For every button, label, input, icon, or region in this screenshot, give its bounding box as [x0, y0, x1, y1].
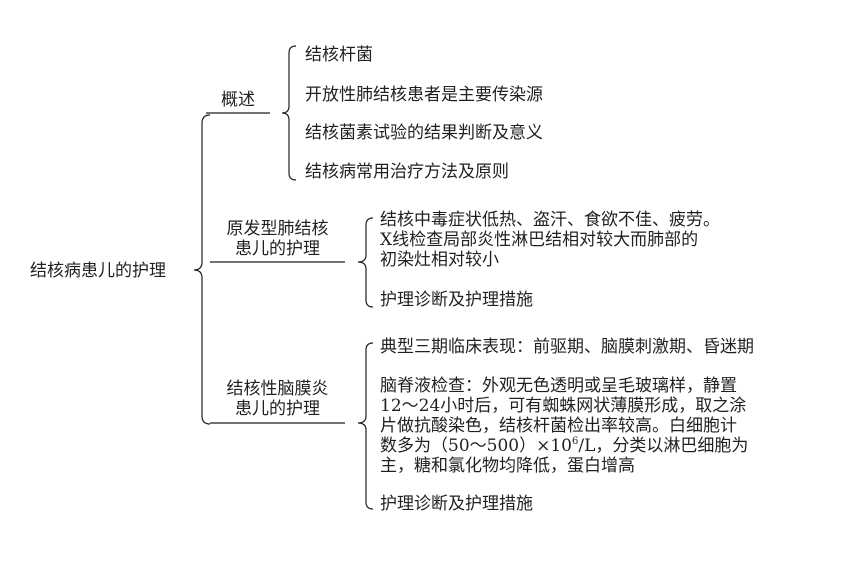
root-brace — [193, 114, 211, 425]
branch-2-label-line: 原发型肺结核 — [226, 219, 329, 239]
leaf-item: 护理诊断及护理措施 — [380, 494, 533, 514]
branch-3-label-line: 患儿的护理 — [235, 399, 320, 419]
leaf-line: 脑脊液检查：外观无色透明或呈毛玻璃样，静置 — [380, 376, 737, 396]
leaf-text: /L，分类以淋巴细胞为 — [578, 436, 749, 456]
branch-3-brace — [357, 342, 374, 510]
root-node: 结核病患儿的护理 — [30, 261, 166, 281]
branch-3-label: 结核性脑膜炎 患儿的护理 — [210, 379, 345, 419]
leaf-item: 典型三期临床表现：前驱期、脑膜刺激期、昏迷期 — [380, 337, 754, 357]
leaf-line: 片做抗酸染色，结核杆菌检出率较高。白细胞计 — [380, 416, 737, 436]
leaf-item: 脑脊液检查：外观无色透明或呈毛玻璃样，静置 12～24小时后，可有蜘蛛网状薄膜形… — [380, 376, 748, 476]
branch-2-label-line: 患儿的护理 — [235, 239, 320, 259]
leaf-item: 开放性肺结核患者是主要传染源 — [305, 85, 543, 105]
branch-3-label-line: 结核性脑膜炎 — [226, 379, 329, 399]
branch-2-label: 原发型肺结核 患儿的护理 — [210, 219, 345, 259]
leaf-text: 数多为（50～500）×10 — [380, 436, 572, 456]
leaf-item: 结核菌素试验的结果判断及意义 — [305, 123, 543, 143]
leaf-item: 护理诊断及护理措施 — [380, 290, 533, 310]
leaf-item: 结核中毒症状低热、盗汗、食欲不佳、疲劳。 X线检查局部炎性淋巴结相对较大而肺部的… — [380, 210, 720, 270]
branch-2-brace — [357, 217, 374, 308]
leaf-line: 数多为（50～500）×106/L，分类以淋巴细胞为 — [380, 436, 748, 456]
leaf-item: 结核病常用治疗方法及原则 — [305, 162, 509, 182]
leaf-line: X线检查局部炎性淋巴结相对较大而肺部的 — [380, 230, 699, 250]
leaf-line: 结核中毒症状低热、盗汗、食欲不佳、疲劳。 — [380, 210, 720, 230]
leaf-item: 结核杆菌 — [305, 45, 373, 65]
superscript: 6 — [571, 436, 579, 447]
leaf-line: 初染灶相对较小 — [380, 250, 499, 270]
leaf-line: 12～24小时后，可有蜘蛛网状薄膜形成，取之涂 — [380, 396, 747, 416]
branch-1-label: 概述 — [221, 90, 255, 110]
branch-1-brace — [281, 45, 297, 181]
leaf-line: 主，糖和氯化物均降低，蛋白增高 — [380, 456, 635, 476]
